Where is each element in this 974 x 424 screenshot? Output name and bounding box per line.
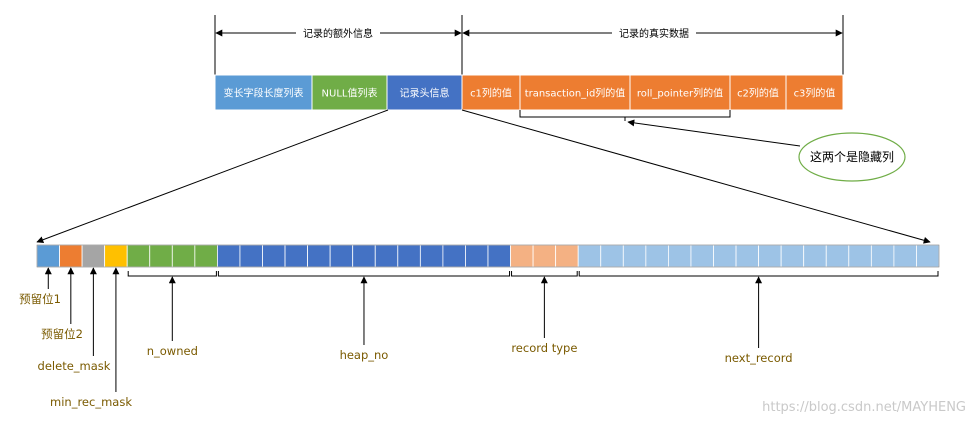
bit-field-label: min_rec_mask [50, 395, 132, 409]
bit-cell [329, 244, 354, 268]
top-segment-label: c2列的值 [737, 87, 779, 100]
bit-cell [374, 244, 399, 268]
bit-cell [262, 244, 286, 268]
hidden-columns-bracket [519, 110, 731, 118]
bit-cell [36, 244, 60, 268]
top-segment-1 [311, 74, 388, 111]
bit-cell [780, 244, 805, 268]
top-segment-2 [386, 74, 463, 111]
bit-group-bracket [127, 271, 217, 277]
bit-cell [59, 244, 83, 268]
bit-cell [848, 244, 872, 268]
top-segment-7 [785, 74, 844, 111]
bit-cell [397, 244, 421, 268]
bit-field-label: n_owned [147, 344, 198, 358]
record-header-bit-row [36, 244, 940, 268]
bit-cell [284, 244, 308, 268]
bit-cell [690, 244, 714, 268]
bit-cell [713, 244, 737, 268]
bit-cell [149, 244, 173, 268]
bit-cell [239, 244, 263, 268]
top-segment-label: 记录头信息 [400, 87, 450, 100]
bit-field-labels: 预留位1 预留位2 delete_mask min_rec_mask n_owned he… [19, 267, 939, 409]
bit-cell [352, 244, 376, 268]
top-segment-0 [214, 74, 313, 111]
bit-cell [555, 244, 579, 268]
bit-group-bracket [578, 271, 939, 277]
real-data-label: 记录的真实数据 [619, 27, 689, 40]
top-segment-label: c3列的值 [794, 87, 836, 100]
bit-group-bracket [511, 271, 578, 277]
bit-cell [622, 244, 647, 268]
extra-info-label: 记录的额外信息 [303, 27, 373, 40]
bit-cell [216, 244, 241, 268]
top-segment-label: roll_pointer列的值 [637, 87, 723, 100]
callout-arrow [627, 119, 801, 147]
bit-field-label: delete_mask [38, 359, 111, 373]
bit-cell [577, 244, 602, 268]
top-segment-label: NULL值列表 [322, 87, 378, 100]
bit-cell [171, 244, 196, 268]
bit-field-label: next_record [725, 351, 793, 365]
bit-cell [81, 244, 106, 268]
bit-cell [758, 244, 782, 268]
callout-text: 这两个是隐藏列 [810, 149, 894, 164]
bit-cell [442, 244, 466, 268]
top-segment-4 [519, 74, 631, 111]
bit-field-label: heap_no [340, 348, 389, 362]
top-segment-label: 变长字段长度列表 [224, 87, 304, 100]
watermark: https://blog.csdn.net/MAYHENG [762, 400, 966, 415]
bit-cell [916, 244, 940, 268]
bit-cell [803, 244, 827, 268]
bit-field-label: 预留位2 [41, 327, 83, 341]
bit-cell [893, 244, 917, 268]
expand-arrow-left [36, 109, 389, 244]
bit-group-bracket [217, 271, 511, 277]
top-dimension-lines: 记录的额外信息 记录的真实数据 [214, 15, 844, 75]
top-segment-label: c1列的值 [470, 87, 512, 100]
bit-row-border [36, 244, 940, 268]
bit-cell [487, 244, 511, 268]
bit-cell [104, 244, 128, 268]
bit-cell [600, 244, 624, 268]
bit-cell [419, 244, 444, 268]
bit-field-label: record type [511, 341, 577, 355]
bit-cell [532, 244, 557, 268]
bit-cell [735, 244, 759, 268]
bit-field-label: 预留位1 [19, 292, 61, 306]
callout-ellipse [798, 132, 906, 182]
top-segment-label: transaction_id列的值 [525, 87, 626, 100]
bit-cell [307, 244, 331, 268]
bit-cell [465, 244, 489, 268]
record-top-row: 变长字段长度列表 NULL值列表 记录头信息 c1列的值 transaction_id列… [214, 74, 844, 111]
expand-arrow-right [461, 109, 931, 244]
bit-cell [870, 244, 895, 268]
bit-cell [668, 244, 692, 268]
bit-cell [126, 244, 151, 268]
bit-cell [510, 244, 534, 268]
bit-cell [825, 244, 850, 268]
bit-cell [194, 244, 218, 268]
bit-cell [645, 244, 669, 268]
